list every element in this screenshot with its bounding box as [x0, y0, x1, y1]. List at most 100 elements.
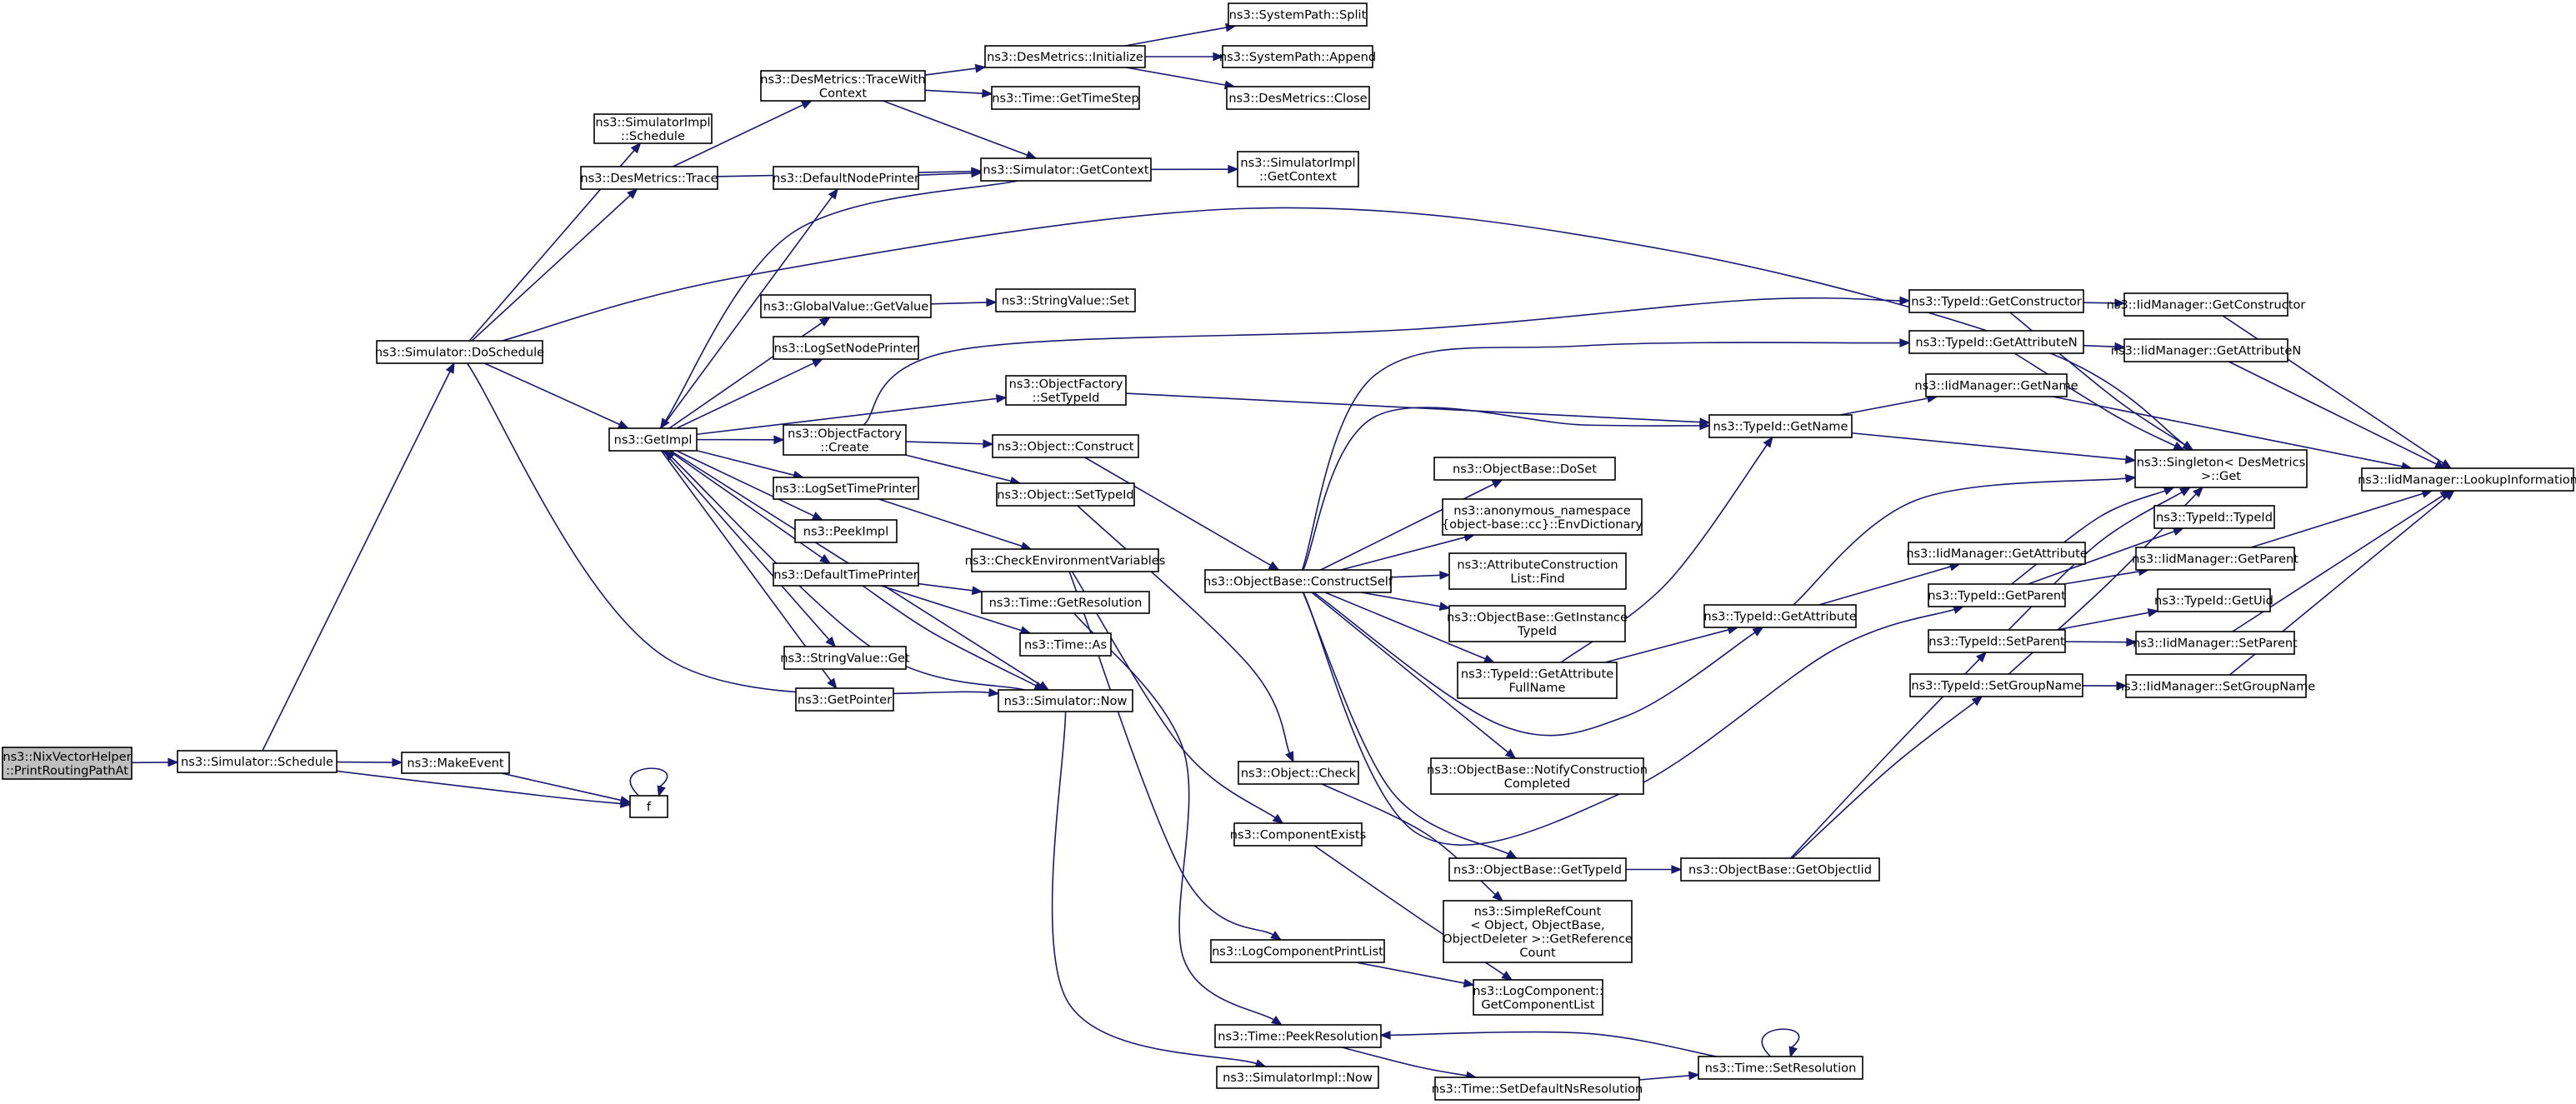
- node-typeidsetparent[interactable]: ns3::TypeId::SetParent: [1928, 629, 2066, 653]
- node-timegettimestep[interactable]: ns3::Time::GetTimeStep: [991, 86, 1140, 110]
- node-typeidgetparent[interactable]: ns3::TypeId::GetParent: [1928, 583, 2066, 607]
- node-objectconstruct[interactable]: ns3::Object::Construct: [992, 434, 1139, 458]
- node-syspathappend[interactable]: ns3::SystemPath::Append: [1219, 45, 1376, 68]
- node-typeidgetattributen[interactable]: ns3::TypeId::GetAttributeN: [1908, 330, 2084, 354]
- node-objectsettypeid[interactable]: ns3::Object::SetTypeId: [996, 482, 1135, 507]
- edge-schedule-to-f: [336, 770, 632, 808]
- node-label-line: ns3::TypeId::GetParent: [1928, 589, 2066, 603]
- node-doschedule[interactable]: ns3::Simulator::DoSchedule: [375, 340, 544, 364]
- node-logsettimeprinter[interactable]: ns3::LogSetTimePrinter: [773, 477, 919, 500]
- node-root[interactable]: ns3::NixVectorHelper::PrintRoutingPathAt: [2, 747, 133, 780]
- edge-getimpl-to-objfactorysettypeid: [696, 394, 1008, 436]
- node-label-line: ns3::DesMetrics::Close: [1228, 92, 1367, 106]
- node-iidgetattributen[interactable]: ns3::IidManager::GetAttributeN: [2111, 338, 2302, 362]
- node-label-line: ns3::SystemPath::Append: [1219, 50, 1376, 64]
- node-timesetresolution[interactable]: ns3::Time::SetResolution: [1698, 1056, 1863, 1080]
- edge-getobjectiid-to-typeidsetgroupname: [1792, 696, 1983, 859]
- edge-getattributefullname-to-typeidgetname: [1560, 436, 1773, 663]
- node-simgetcontext[interactable]: ns3::Simulator::GetContext: [980, 157, 1152, 182]
- node-objfactorycreate[interactable]: ns3::ObjectFactory::Create: [783, 424, 907, 456]
- node-doset[interactable]: ns3::ObjectBase::DoSet: [1433, 457, 1616, 481]
- node-box: [1928, 629, 2066, 653]
- node-simplerefcount[interactable]: ns3::SimpleRefCount< Object, ObjectBase,…: [1443, 900, 1633, 963]
- node-simimplschedule[interactable]: ns3::SimulatorImpl::Schedule: [593, 113, 713, 144]
- node-simimplgetcontext[interactable]: ns3::SimulatorImpl::GetContext: [1237, 151, 1359, 187]
- edge-typeidgetname-to-singletonget: [1851, 432, 2137, 464]
- node-iidgetparent[interactable]: ns3::IidManager::GetParent: [2132, 547, 2298, 571]
- node-stringvalueget[interactable]: ns3::StringValue::Get: [780, 646, 910, 670]
- node-envdictionary[interactable]: ns3::anonymous_namespace{object-base::cc…: [1442, 498, 1643, 536]
- node-typeidgetattribute[interactable]: ns3::TypeId::GetAttribute: [1703, 604, 1857, 628]
- node-singletonget[interactable]: ns3::Singleton< DesMetrics>::Get: [2134, 449, 2308, 488]
- node-objfactorysettypeid[interactable]: ns3::ObjectFactory::SetTypeId: [1005, 375, 1127, 406]
- node-desclose[interactable]: ns3::DesMetrics::Close: [1226, 86, 1370, 110]
- node-componentexists[interactable]: ns3::ComponentExists: [1230, 822, 1367, 847]
- node-label-line: ns3::StringValue::Set: [1002, 294, 1130, 308]
- node-checkenv[interactable]: ns3::CheckEnvironmentVariables: [965, 548, 1166, 572]
- node-logcomponentprintlist[interactable]: ns3::LogComponentPrintList: [1210, 939, 1385, 963]
- node-peekimpl[interactable]: ns3::PeekImpl: [794, 519, 898, 543]
- edge-makeevent-to-f: [501, 772, 632, 805]
- node-logsetnodeprinter[interactable]: ns3::LogSetNodePrinter: [773, 336, 919, 360]
- node-constructself[interactable]: ns3::ObjectBase::ConstructSelf: [1203, 569, 1393, 593]
- node-getobjectiid[interactable]: ns3::ObjectBase::GetObjectIid: [1680, 857, 1880, 882]
- edge-globalvalue-to-stringvalueset: [930, 297, 998, 307]
- node-iidgetconstructor[interactable]: ns3::IidManager::GetConstructor: [2107, 292, 2306, 317]
- node-defaultnodeprinter[interactable]: ns3::DefaultNodePrinter: [773, 166, 919, 190]
- node-f[interactable]: f: [629, 795, 668, 818]
- node-typeidgetconstructor[interactable]: ns3::TypeId::GetConstructor: [1908, 289, 2084, 313]
- node-typeidgetname[interactable]: ns3::TypeId::GetName: [1708, 414, 1853, 438]
- edge-f-to-f: [629, 767, 668, 797]
- edge-doschedule-to-getimpl: [483, 362, 630, 429]
- node-timeas[interactable]: ns3::Time::As: [1019, 632, 1112, 657]
- node-simnow[interactable]: ns3::Simulator::Now: [998, 689, 1133, 712]
- node-box: [1233, 822, 1363, 847]
- node-iidsetparent[interactable]: ns3::IidManager::SetParent: [2133, 631, 2298, 655]
- node-label-line: ns3::ObjectBase::GetInstance: [1447, 610, 1628, 624]
- node-setdefaultnsresolution[interactable]: ns3::Time::SetDefaultNsResolution: [1432, 1077, 1643, 1101]
- node-getpointer[interactable]: ns3::GetPointer: [795, 687, 894, 712]
- node-label-line: ns3::ObjectFactory: [1009, 377, 1123, 391]
- node-objectcheck[interactable]: ns3::Object::Check: [1238, 761, 1359, 785]
- node-getimpl[interactable]: ns3::GetImpl: [608, 427, 698, 452]
- node-makeevent[interactable]: ns3::MakeEvent: [401, 752, 510, 774]
- node-stringvalueset[interactable]: ns3::StringValue::Set: [995, 288, 1136, 312]
- node-timepeekresolution[interactable]: ns3::Time::PeekResolution: [1214, 1024, 1382, 1048]
- edge-constructself-to-notifyconstructioncompleted: [1311, 592, 1517, 760]
- node-desinitialize[interactable]: ns3::DesMetrics::Initialize: [984, 45, 1146, 68]
- node-iidgetname[interactable]: ns3::IidManager::GetName: [1914, 373, 2078, 397]
- node-simimplnow[interactable]: ns3::SimulatorImpl::Now: [1216, 1066, 1379, 1089]
- node-label-line: ns3::Object::Check: [1241, 767, 1357, 781]
- node-getcomponentlist[interactable]: ns3::LogComponent::GetComponentList: [1473, 979, 1603, 1016]
- node-iidsetgroupname[interactable]: ns3::IidManager::SetGroupName: [2117, 674, 2316, 698]
- node-syspathsplit[interactable]: ns3::SystemPath::Split: [1228, 2, 1368, 27]
- node-label-line: ns3::GetPointer: [798, 693, 892, 707]
- node-schedule[interactable]: ns3::Simulator::Schedule: [177, 750, 338, 773]
- node-timegetresolution[interactable]: ns3::Time::GetResolution: [981, 591, 1150, 614]
- edge-typeidgetparent-to-singletonget: [2011, 487, 2175, 585]
- node-box: [795, 687, 894, 712]
- node-box: [773, 166, 919, 190]
- node-typeidsetgroupname[interactable]: ns3::TypeId::SetGroupName: [1909, 673, 2083, 697]
- node-defaulttimeprinter[interactable]: ns3::DefaultTimePrinter: [773, 562, 919, 587]
- node-objbasegettypeid[interactable]: ns3::ObjectBase::GetTypeId: [1448, 857, 1627, 882]
- node-typeidtypeid[interactable]: ns3::TypeId::TypeId: [2153, 505, 2275, 529]
- node-lookupinformation[interactable]: ns3::IidManager::LookupInformation: [2358, 467, 2576, 492]
- node-notifyconstructioncompleted[interactable]: ns3::ObjectBase::NotifyConstructionCompl…: [1427, 757, 1648, 795]
- node-typeidgetuid[interactable]: ns3::TypeId::GetUid: [2154, 588, 2273, 612]
- node-globalvalue[interactable]: ns3::GlobalValue::GetValue: [760, 294, 932, 318]
- node-box: [177, 750, 338, 773]
- node-box: [1214, 1024, 1382, 1048]
- node-desmetricstrace[interactable]: ns3::DesMetrics::Trace: [580, 166, 718, 190]
- node-box: [1228, 2, 1368, 27]
- node-iidgetattribute[interactable]: ns3::IidManager::GetAttribute: [1906, 542, 2088, 565]
- node-label-line: ns3::TypeId::GetName: [1713, 420, 1848, 434]
- edge-simnow-to-simimplnow: [1051, 711, 1267, 1068]
- node-label-line: ns3::TypeId::GetAttribute: [1461, 667, 1613, 681]
- edge-typeidsetparent-to-typeidgetuid: [2056, 608, 2159, 631]
